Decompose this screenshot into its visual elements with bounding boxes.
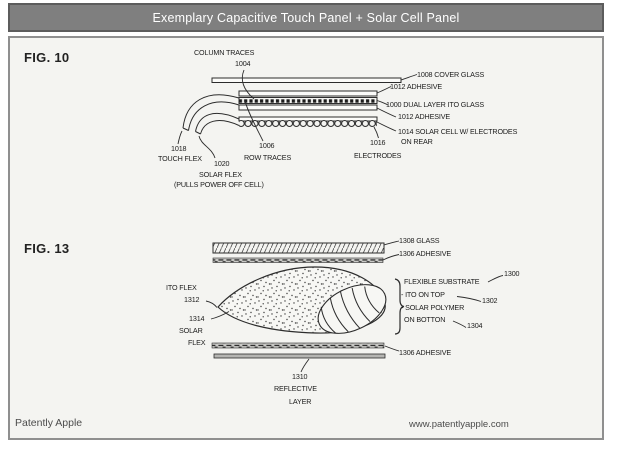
fig10-label-electrodes: ELECTRODES [354, 151, 402, 160]
leader-1308 [383, 240, 400, 246]
leader-1004 [241, 69, 255, 100]
fig13-label-layer: LAYER [289, 396, 312, 406]
fig13-label-substrate-3: - SOLAR POLYMER [401, 303, 465, 312]
leader-1006 [244, 100, 264, 142]
fig13-label-substrate-4: ON BOTTON [404, 315, 446, 324]
leader-1008 [400, 74, 418, 81]
fig13-glass-bar [212, 242, 385, 254]
fig10-label-solar-flex: SOLAR FLEX [199, 169, 242, 179]
fig13-label-1300: 1300 [504, 269, 520, 278]
fig13-label-1310: 1310 [292, 371, 308, 381]
fig13-label-flex: FLEX [188, 338, 206, 347]
fig13-adhesive-bottom-bar [211, 342, 385, 349]
fig10-heading: FIG. 10 [24, 50, 70, 65]
leader-1020 [198, 135, 216, 159]
fig10-solar-flex-ribbon [195, 113, 240, 135]
fig10-label-solar-cell-1: 1014 SOLAR CELL W/ ELECTRODES [398, 126, 518, 136]
title-bar: Exemplary Capacitive Touch Panel + Solar… [8, 3, 604, 32]
fig13-label-reflective: REFLECTIVE [274, 384, 317, 393]
fig10-diagram [177, 69, 418, 159]
fig13-reflective-layer-bar [213, 353, 386, 359]
drawing-sheet: FIG. 10 FIG. 13 COLUMN TRACES 1004 1008 … [8, 36, 604, 440]
fig10-adhesive-bottom-bar [238, 104, 378, 111]
fig10-adhesive-top-bar [238, 90, 378, 97]
fig13-label-1304: 1304 [467, 321, 483, 330]
leader-1012a [376, 86, 392, 94]
fig13-adhesive-top-bar [212, 257, 384, 263]
fig13-label-substrate-2: - ITO ON TOP [401, 290, 445, 299]
fig10-leader-lines [177, 69, 418, 159]
fig10-label-1016: 1016 [370, 137, 386, 147]
fig13-solar-polymer-ribs [317, 284, 387, 334]
labels-layer: FIG. 10 FIG. 13 COLUMN TRACES 1004 1008 … [10, 38, 606, 442]
fig10-label-1018: 1018 [171, 143, 187, 153]
fig13-label-1314: 1314 [189, 313, 205, 323]
patent-line-art [177, 69, 504, 373]
site-name: Patently Apple [15, 417, 83, 429]
fig10-label-solar-cell-2: ON REAR [401, 137, 433, 146]
fig13-label-1302: 1302 [482, 296, 498, 305]
fig13-label-substrate-1: FLEXIBLE SUBSTRATE [404, 276, 480, 286]
fig10-label-solar-flex-note: (PULLS POWER OFF CELL) [174, 180, 264, 189]
fig10-electrode-beads [239, 119, 377, 129]
site-url: www.patentlyapple.com [409, 419, 509, 430]
leader-1312 [205, 300, 218, 308]
leader-1302 [456, 296, 482, 302]
leader-1018 [177, 130, 183, 145]
fig10-label-row-traces: ROW TRACES [244, 153, 292, 162]
fig10-label-column-traces: COLUMN TRACES [194, 47, 255, 57]
fig13-heading: FIG. 13 [24, 241, 70, 256]
leader-1314 [210, 311, 230, 320]
leader-1310 [300, 358, 310, 373]
fig13-label-1312: 1312 [184, 294, 200, 304]
page-title: Exemplary Capacitive Touch Panel + Solar… [152, 10, 460, 25]
fig13-label-adhesive-bottom: 1306 ADHESIVE [399, 347, 451, 357]
leader-1304 [452, 320, 467, 328]
fig10-label-cover-glass: 1008 COVER GLASS [417, 69, 485, 79]
fig10-label-adhesive-top: 1012 ADHESIVE [390, 81, 442, 91]
fig13-label-solar: SOLAR [179, 325, 203, 335]
fig10-touch-flex-ribbon [182, 94, 240, 131]
leader-1306-top [382, 254, 400, 261]
leader-1012b [376, 107, 397, 118]
fig10-label-1004: 1004 [235, 58, 251, 68]
leader-1014 [376, 121, 397, 132]
leader-1000 [376, 100, 389, 106]
fig10-label-ito-glass: 1000 DUAL LAYER ITO GLASS [386, 99, 484, 109]
fig10-cover-glass-bar [211, 77, 402, 83]
fig13-label-glass: 1308 GLASS [399, 236, 440, 245]
fig13-leader-lines [205, 240, 504, 373]
fig13-label-adhesive-top: 1306 ADHESIVE [399, 249, 451, 258]
fig13-diagram [205, 240, 504, 373]
fig13-brace [394, 278, 405, 335]
fig10-label-1006: 1006 [259, 140, 275, 150]
leader-1300 [487, 275, 504, 283]
fig10-label-adhesive-bottom: 1012 ADHESIVE [398, 111, 450, 121]
leader-1306-bottom [384, 345, 400, 352]
fig10-label-1020: 1020 [214, 158, 230, 168]
leader-1016 [373, 126, 379, 139]
fig10-label-touch-flex: TOUCH FLEX [158, 154, 202, 163]
fig13-label-ito-flex: ITO FLEX [166, 283, 197, 292]
